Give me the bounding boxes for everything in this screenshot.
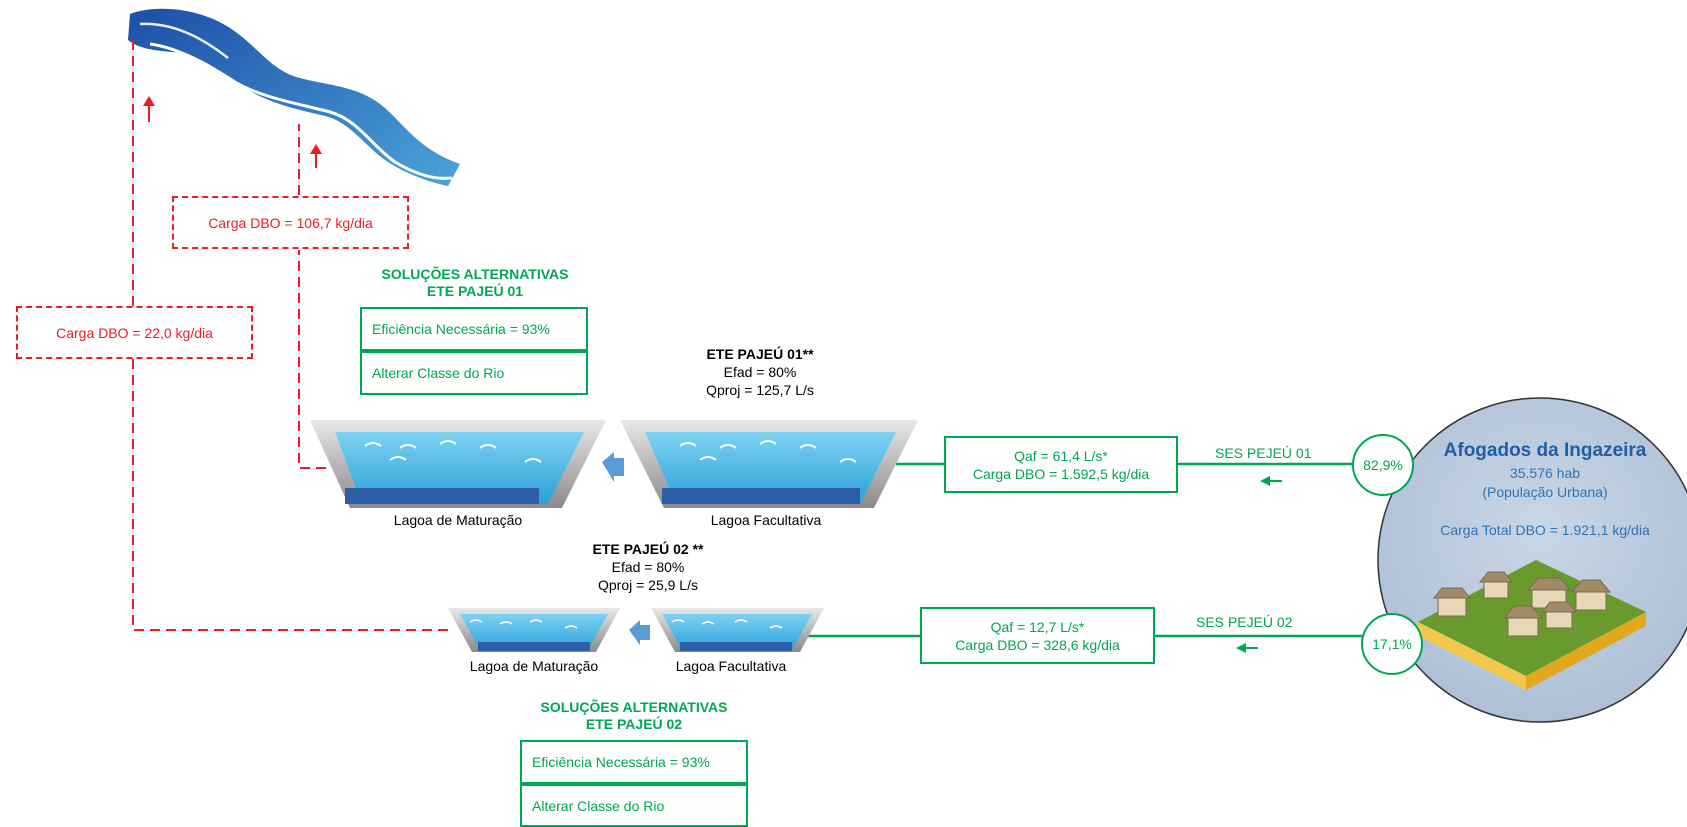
ete2-ses-label: SES PEJEÚ 02 (1196, 614, 1293, 630)
alt2-efficiency-option: Eficiência Necessária = 93% (520, 740, 748, 784)
ete2-name: ETE PAJEÚ 02 ** (592, 541, 704, 557)
ete1-facultative-lagoon-illustration (620, 420, 918, 508)
red-flow-lines (132, 38, 448, 631)
ete1-facultative-label: Lagoa Facultativa (710, 512, 822, 528)
city-population: 35.576 hab (1509, 465, 1581, 481)
alt1-title: SOLUÇÕES ALTERNATIVAS ETE PAJEÚ 01 (355, 266, 595, 300)
alt2-title: SOLUÇÕES ALTERNATIVAS ETE PAJEÚ 02 (512, 699, 756, 733)
ete1-maturation-label: Lagoa de Maturação (393, 512, 523, 528)
green-flow-lines (806, 462, 1362, 638)
city-population-note: (População Urbana) (1482, 484, 1608, 500)
red-arrow-icons (143, 96, 322, 168)
ete1-maturation-lagoon-illustration (310, 420, 606, 508)
ete2-info: ETE PAJEÚ 02 ** Efad = 80% Qproj = 25,9 … (528, 540, 768, 594)
ete2-pct-badge: 17,1% (1361, 613, 1423, 675)
alt1-river-class-label: Alterar Classe do Rio (372, 365, 505, 381)
alt2-title-line2: ETE PAJEÚ 02 (585, 716, 683, 732)
alt2-efficiency-label: Eficiência Necessária = 93% (532, 754, 710, 770)
ete1-qproj: Qproj = 125,7 L/s (706, 382, 814, 398)
ete2-flow-q: Qaf = 12,7 L/s* (990, 618, 1085, 635)
ete1-name: ETE PAJEÚ 01** (706, 346, 814, 362)
alt2-river-class-option: Alterar Classe do Rio (520, 784, 748, 827)
city-name: Afogados da Ingazeira (1443, 440, 1647, 461)
ete2-river-load-box: Carga DBO = 22,0 kg/dia (16, 306, 253, 359)
ete2-facultative-label: Lagoa Facultativa (675, 658, 787, 674)
ete1-flow-q: Qaf = 61,4 L/s* (1014, 447, 1108, 464)
alt1-efficiency-label: Eficiência Necessária = 93% (372, 321, 550, 337)
ete1-flow-arrow-icon (602, 452, 624, 482)
ete1-ses-label: SES PEJEÚ 01 (1215, 445, 1312, 461)
city-total-load: Carga Total DBO = 1.921,1 kg/dia (1440, 522, 1650, 538)
ete2-maturation-lagoon-illustration (448, 608, 620, 652)
ete2-maturation-label: Lagoa de Maturação (469, 658, 599, 674)
ete2-qproj: Qproj = 25,9 L/s (597, 577, 698, 593)
ete2-river-load-label: Carga DBO = 22,0 kg/dia (56, 324, 213, 341)
ete2-efad: Efad = 80% (611, 559, 685, 575)
ete2-flow-box: Qaf = 12,7 L/s* Carga DBO = 328,6 kg/dia (920, 607, 1155, 664)
alt1-river-class-option: Alterar Classe do Rio (360, 351, 588, 395)
ete1-flow-load: Carga DBO = 1.592,5 kg/dia (972, 465, 1150, 482)
alt2-river-class-label: Alterar Classe do Rio (532, 797, 665, 814)
ete2-pct-value: 17,1% (1372, 636, 1412, 652)
alt1-title-line1: SOLUÇÕES ALTERNATIVAS (381, 266, 569, 282)
ete2-facultative-lagoon-illustration (651, 608, 824, 652)
alt1-title-line2: ETE PAJEÚ 01 (426, 283, 524, 299)
river-illustration (128, 8, 460, 186)
ete2-flow-load: Carga DBO = 328,6 kg/dia (955, 636, 1120, 653)
ete1-info: ETE PAJEÚ 01** Efad = 80% Qproj = 125,7 … (640, 345, 880, 399)
ete1-river-load-label: Carga DBO = 106,7 kg/dia (208, 214, 373, 231)
ete1-pct-badge: 82,9% (1352, 434, 1414, 496)
ete1-river-load-box: Carga DBO = 106,7 kg/dia (172, 196, 409, 249)
alt1-efficiency-option: Eficiência Necessária = 93% (360, 307, 588, 351)
ete1-pct-value: 82,9% (1363, 457, 1403, 473)
city-illustration (1377, 397, 1687, 723)
green-arrow-icons (1236, 476, 1282, 653)
alt2-title-line1: SOLUÇÕES ALTERNATIVAS (540, 699, 728, 715)
ete1-efad: Efad = 80% (723, 364, 797, 380)
ete2-flow-arrow-icon (629, 620, 650, 645)
ete1-flow-box: Qaf = 61,4 L/s* Carga DBO = 1.592,5 kg/d… (944, 436, 1178, 493)
